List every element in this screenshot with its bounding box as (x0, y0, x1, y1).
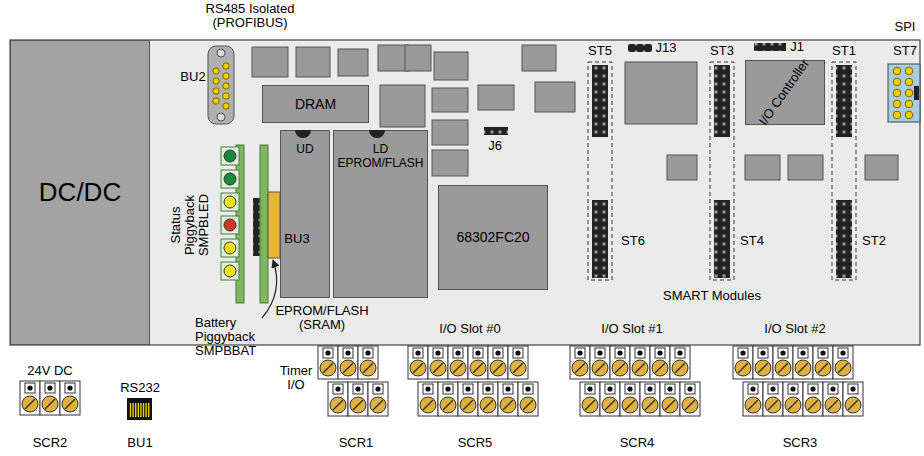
slot-name: ST4 (740, 234, 764, 248)
memory-caption: EPROM/FLASH (SRAM) (272, 304, 372, 332)
rj-contacts (131, 403, 149, 417)
eprom-chip: UD (280, 130, 330, 298)
screw-terminal (580, 382, 700, 416)
connector-name: ST7 (893, 44, 917, 58)
status-leds (221, 147, 239, 280)
screw-terminal (328, 382, 388, 416)
terminal-name: SCR4 (620, 436, 655, 450)
dcdc-module: DC/DC (10, 40, 150, 345)
jumper-name: J1 (790, 40, 804, 54)
screw-terminal (318, 346, 378, 379)
io-controller-chip: I/O Controller (745, 60, 825, 125)
terminal-name: SCR1 (339, 436, 374, 450)
ic-chips (252, 45, 898, 180)
group-caption: SMART Modules (663, 289, 761, 303)
chip-label: I/O Controller (757, 57, 814, 129)
rj-jack (127, 398, 152, 420)
db9-pins (213, 49, 229, 121)
piggyback-caption: Battery Piggyback SMPBBAT (195, 316, 275, 358)
piggyback-caption: Status Piggyback SMPBLED (169, 188, 211, 262)
spi-connector (888, 64, 920, 122)
connector-caption: SPI (895, 20, 916, 34)
jumper-name: J13 (656, 41, 677, 55)
terminal-caption: I/O Slot #0 (439, 322, 500, 336)
slot-name: ST1 (832, 44, 856, 58)
dram-chip: DRAM (262, 85, 369, 123)
battery-piggyback-board (260, 145, 268, 303)
slot-name: ST3 (710, 44, 734, 58)
terminal-caption: Timer I/O (276, 364, 316, 392)
terminal-name: SCR3 (783, 436, 818, 450)
screw-terminal (570, 346, 690, 379)
connector-key (914, 86, 919, 100)
leader-arrow (262, 260, 277, 318)
jumper-name: J6 (488, 139, 502, 153)
chip-label: 68302FC20 (456, 229, 529, 245)
chip-label: LD (373, 143, 388, 157)
circuit-board (10, 40, 920, 345)
battery-connector (268, 192, 280, 258)
screw-terminal (733, 346, 853, 379)
terminal-name: SCR5 (458, 436, 493, 450)
chip-label: EPROM/FLASH (337, 157, 423, 171)
spi-pins (893, 67, 913, 119)
terminal-caption: I/O Slot #2 (764, 322, 825, 336)
cpu-chip: 68302FC20 (438, 185, 548, 290)
terminal-name: SCR2 (33, 436, 68, 450)
connector-name: BU1 (127, 436, 152, 450)
slot-name: ST6 (621, 234, 645, 248)
slot-name: ST2 (862, 234, 886, 248)
screw-terminal (20, 381, 80, 415)
screw-terminal (418, 382, 538, 416)
connector-name: BU3 (284, 232, 309, 246)
screw-terminal (743, 382, 863, 416)
screw-terminal (408, 346, 528, 379)
chip-label: UD (296, 143, 313, 157)
chip-label: DC/DC (39, 178, 121, 208)
chip-label: DRAM (295, 96, 336, 112)
slot-name: ST5 (588, 44, 612, 58)
connector-name: BU2 (180, 70, 205, 84)
eprom-chip: LDEPROM/FLASH (333, 130, 428, 298)
terminal-caption: I/O Slot #1 (601, 322, 662, 336)
power-caption: 24V DC (27, 364, 73, 378)
db9-connector (208, 46, 234, 124)
connector-caption: RS232 (120, 381, 160, 395)
connector-caption: RS485 Isolated (PROFIBUS) (192, 2, 308, 30)
